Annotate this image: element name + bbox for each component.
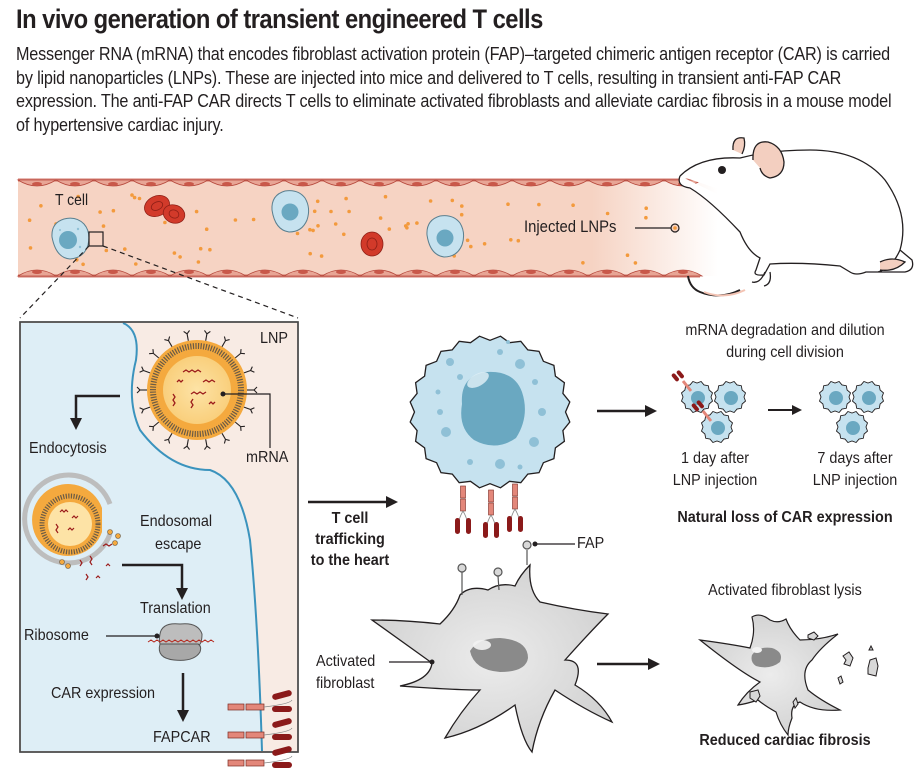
car-receptor bbox=[507, 483, 523, 532]
day1-label-2: LNP injection bbox=[672, 472, 758, 489]
t-cell-label: T cell bbox=[55, 192, 89, 209]
t-cell-icon bbox=[426, 215, 465, 258]
arrow-right-icon bbox=[645, 405, 657, 417]
lnp-dots bbox=[27, 193, 648, 267]
lnp-icon bbox=[136, 330, 258, 450]
zoom-box bbox=[88, 231, 104, 247]
t-cell-icon bbox=[51, 217, 90, 260]
trafficking-label-1: T cell bbox=[331, 510, 369, 527]
t-cell-icon bbox=[271, 190, 310, 233]
red-blood-cell-icon bbox=[144, 195, 384, 257]
ribosome-icon bbox=[147, 623, 215, 661]
fibroblast-lysis-label: Activated fibroblast lysis bbox=[708, 582, 862, 599]
t-cell-icon bbox=[835, 410, 869, 444]
released-mrna bbox=[79, 543, 113, 581]
car-expression-label: CAR expression bbox=[51, 685, 156, 702]
endosome-icon bbox=[22, 472, 113, 566]
degradation-label-1: mRNA degradation and dilution bbox=[685, 322, 885, 339]
endocytosis-label: Endocytosis bbox=[29, 440, 107, 457]
t-cell-icon bbox=[818, 380, 852, 414]
trafficking-label-2: trafficking bbox=[315, 531, 385, 548]
reduced-fibrosis-heading: Reduced cardiac fibrosis bbox=[699, 732, 871, 749]
day7-label-1: 7 days after bbox=[817, 450, 893, 467]
lysed-fibroblast-icon bbox=[697, 614, 879, 737]
figure-title: In vivo generation of transient engineer… bbox=[16, 4, 543, 34]
trafficking-label-3: to the heart bbox=[310, 552, 390, 569]
endosomal-escape-label-1: Endosomal bbox=[140, 513, 213, 530]
t-cell-icon bbox=[851, 380, 885, 414]
t-cell-icon bbox=[671, 370, 714, 414]
lnp-label: LNP bbox=[260, 330, 289, 347]
mrna-pointer bbox=[223, 393, 271, 448]
ribosome-label: Ribosome bbox=[24, 627, 89, 644]
arrow-down-icon bbox=[70, 418, 82, 430]
day7-label-2: LNP injection bbox=[812, 472, 898, 489]
fapcar-receptor bbox=[227, 746, 293, 768]
arrow-right-icon bbox=[386, 496, 398, 508]
car-receptor bbox=[483, 489, 499, 538]
injected-lnps-label: Injected LNPs bbox=[524, 218, 617, 236]
t-cell-icon bbox=[691, 400, 734, 444]
fapcar-label: FAPCAR bbox=[153, 729, 211, 746]
fapcar-receptor bbox=[227, 690, 293, 712]
degradation-label-2: during cell division bbox=[726, 344, 844, 361]
translation-label: Translation bbox=[140, 600, 211, 617]
arrow-right-icon bbox=[648, 658, 660, 670]
arrow-down-icon bbox=[176, 588, 188, 600]
activated-fibroblast-icon bbox=[369, 540, 614, 754]
day1-label-1: 1 day after bbox=[680, 450, 750, 467]
activated-fibroblast-label-2: fibroblast bbox=[316, 675, 375, 692]
mrna-label: mRNA bbox=[246, 449, 289, 466]
natural-loss-heading: Natural loss of CAR expression bbox=[677, 509, 893, 526]
fapcar-receptor bbox=[227, 718, 293, 740]
arrow-down-icon bbox=[177, 710, 189, 722]
figure-description: Messenger RNA (mRNA) that encodes fibrob… bbox=[16, 43, 892, 135]
car-receptors bbox=[455, 483, 523, 538]
fap-label: FAP bbox=[577, 535, 605, 552]
car-t-cell-icon bbox=[409, 335, 571, 489]
mouse-icon bbox=[678, 137, 914, 297]
arrow-right-icon bbox=[792, 405, 802, 415]
endosomal-escape-label-2: escape bbox=[155, 536, 202, 553]
fapcar-receptors bbox=[227, 690, 293, 768]
activated-fibroblast-label-1: Activated bbox=[316, 653, 376, 670]
t-cell-icon bbox=[713, 380, 747, 414]
car-receptor bbox=[455, 485, 471, 534]
